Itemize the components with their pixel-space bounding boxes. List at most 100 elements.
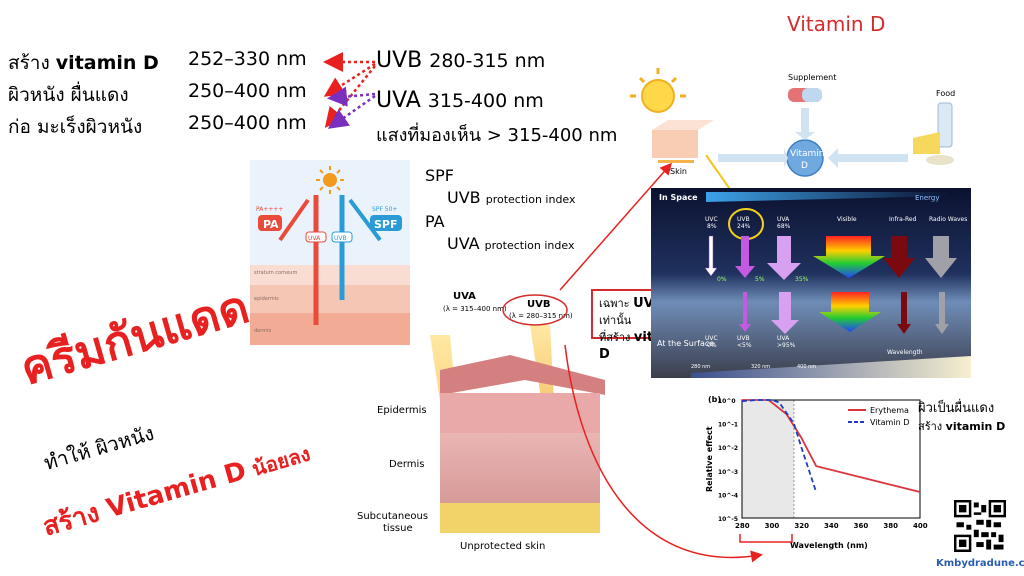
skin-cross-section: UVA (λ = 315–400 nm) UVB (λ = 280–315 nm… (357, 291, 605, 552)
uvb-tag (331, 231, 353, 243)
row-range: 250–400 nm (188, 80, 307, 102)
uvb-top: UVB (737, 216, 750, 223)
uvb-to-chart-curve (564, 344, 763, 563)
subcutaneous-layer (440, 503, 600, 533)
layer-stratum (250, 265, 410, 285)
site-url: Kmbydradune.com (936, 558, 1024, 569)
uva-reflect (278, 198, 310, 242)
y-tick-label: 10^-5 (718, 516, 738, 523)
spf-desc-main: UVB (447, 188, 481, 207)
annotation-bold: vitamin D (946, 420, 1006, 433)
visible-surface-arrow (819, 292, 881, 332)
pa-desc: UVA protection index (425, 233, 576, 257)
uva-bottom-pct: >95% (777, 342, 796, 349)
tissue-label: tissue (383, 523, 413, 534)
tick-280: 280 nm (691, 364, 710, 370)
uvb-lambda: (λ = 280–315 nm) (509, 312, 573, 320)
uvb-bottom: UVB (737, 335, 750, 342)
spf-badge-text: SPF (374, 218, 398, 231)
uva-to-erythema-arrow (327, 86, 376, 107)
radio-top: Radio Waves (929, 216, 967, 223)
uvb-highlight-ring (502, 294, 568, 326)
uvc-top: UVC (705, 216, 718, 223)
y-tick-label: 10^-1 (718, 422, 738, 429)
row-label-bold: vitamin D (55, 52, 159, 74)
skin-top (440, 355, 605, 395)
row-range: 252–330 nm (188, 48, 307, 70)
top-band-labels: UVC 8% UVB 24% UVA 68% Visible Infra-Red… (705, 216, 967, 230)
pa-badge (258, 215, 282, 231)
legend-erythema: Erythema (870, 406, 909, 415)
solar-spectrum-panel: Energy In Space UVC 8% UVB 24% UVA 68% V… (651, 188, 971, 378)
skin-source-label: Skin (670, 167, 687, 176)
energy-label: Energy (915, 194, 940, 202)
uva-arrow (767, 236, 801, 280)
wavelength-label: Wavelength (887, 349, 923, 356)
uva-band-label: UVA 315-400 nm (376, 88, 544, 113)
layer-dermis (250, 313, 410, 345)
x-tick-label: 380 (883, 522, 898, 530)
uvb-range: 280-315 nm (429, 50, 546, 72)
chart-frame (741, 399, 921, 519)
wavelength-row-vitamin-d: สร้าง vitamin D 252–330 nm (8, 48, 307, 78)
y-tick-label: 10^-3 (718, 469, 738, 476)
spf-desc: UVB protection index (425, 187, 576, 211)
uvb-mid-pct: 5% (755, 276, 765, 283)
radio-arrow (925, 236, 957, 278)
chart-annotation-1: ผิวเป็นผื่นแดง (918, 398, 995, 416)
panel-label: (b) (708, 395, 721, 404)
uvc-bottom-pct: 0% (707, 342, 717, 349)
spf-desc-small: protection index (485, 193, 576, 206)
subcutaneous-label: Subcutaneous (357, 511, 428, 522)
legend-vitamind: Vitamin D (870, 418, 909, 427)
wavelength-wedge (691, 356, 971, 378)
infrared-surface-arrow (897, 292, 911, 334)
sun-icon (316, 166, 344, 194)
pa-desc-main: UVA (447, 234, 480, 253)
fish-icon (926, 155, 954, 165)
dermis-layer (440, 433, 600, 503)
wavelength-row-erythema: ผิวหนัง ผื่นแดง 250–400 nm (8, 80, 307, 110)
visible-arrow (813, 236, 885, 278)
uvb-bracket (739, 534, 793, 543)
bottom-band-labels: UVC 0% UVB <5% UVA >95% (705, 335, 796, 349)
food-label: Food (936, 89, 955, 98)
capsule-half (802, 88, 822, 102)
uvc-arrow (704, 235, 718, 277)
skin-block-icon (652, 130, 698, 158)
arrow-head (784, 148, 788, 168)
vitamin-label: Vitamin (790, 149, 824, 159)
uvc-top-pct: 8% (707, 223, 717, 230)
uva-tag-text: UVA (308, 235, 321, 242)
uvb-label: UVB (527, 299, 550, 310)
note-mid: เท่านั้น (599, 314, 632, 327)
uva-to-cancer-arrow (327, 94, 376, 129)
uva-range: 315-400 nm (427, 90, 544, 112)
y-ticks: 10^010^-110^-210^-310^-410^-5 (718, 398, 738, 523)
chart-legend: Erythema Vitamin D (848, 406, 909, 427)
y-axis-label: Relative effect (705, 426, 714, 492)
uvc-bottom: UVC (705, 335, 718, 342)
row-label: ก่อ มะเร็งผิวหนัง (8, 116, 143, 138)
uvb-reflect (348, 198, 382, 242)
in-space-label: In Space (659, 193, 698, 202)
uvb-tag-text: UVB (334, 235, 347, 242)
spectrum-bg (651, 188, 971, 378)
layer-epidermis (250, 285, 410, 313)
uvb-bottom-pct: <5% (737, 342, 752, 349)
pa-rating: PA++++ (256, 206, 283, 213)
chart-annotation-2: สร้าง vitamin D (918, 420, 1005, 433)
at-surface-label: At the Surface (657, 339, 714, 348)
tick-400: 400 nm (797, 364, 816, 370)
source-arrows (323, 52, 376, 129)
skin-caption: Unprotected skin (460, 541, 545, 552)
x-axis-label: Wavelength (nm) (790, 541, 868, 550)
x-tick-label: 340 (824, 522, 839, 530)
uva-surface-arrow (771, 292, 799, 334)
cheese-icon (913, 132, 940, 154)
food-to-vitd-arrow (838, 154, 908, 162)
layer-label: dermis (254, 328, 271, 334)
uvb-to-skin-line (559, 162, 672, 291)
x-tick-label: 300 (765, 522, 780, 530)
